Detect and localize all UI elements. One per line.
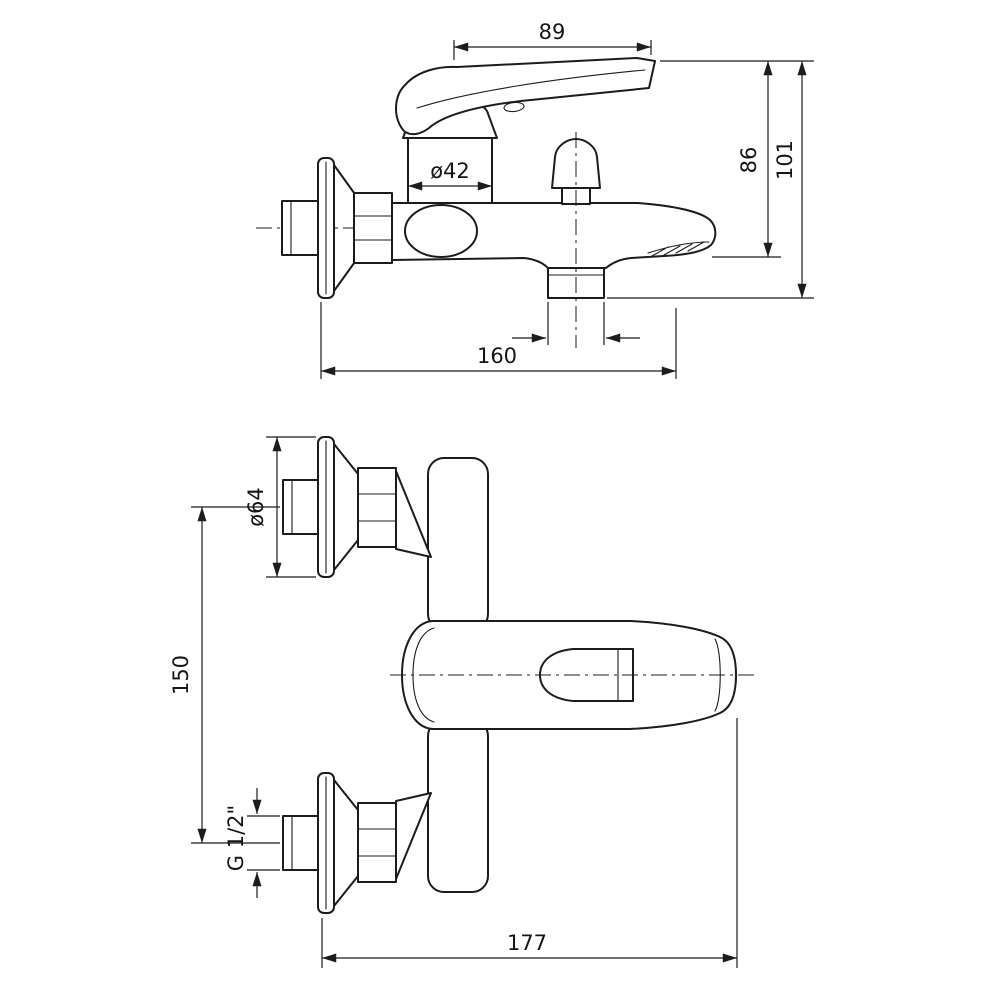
- upper-riser: [427, 457, 489, 631]
- dim-thread-extensions: [247, 815, 280, 871]
- hex-nut-facets: [353, 215, 393, 241]
- dim-86-label: 86: [737, 147, 761, 174]
- bottom-escutcheon-cone: [333, 779, 359, 907]
- top-hex-nut-facets: [357, 493, 397, 522]
- lower-riser: [427, 719, 489, 893]
- dim-160-extensions: [320, 302, 677, 379]
- bottom-hex-nut-facets: [357, 828, 397, 857]
- mixer-body: [407, 137, 493, 204]
- top-hex-nut: [357, 467, 397, 548]
- faucet-body-tube: [391, 202, 717, 269]
- dim-thread-label: G 1/2": [224, 805, 248, 871]
- escutcheon-cone: [333, 164, 358, 292]
- body-oval-detail: [404, 204, 478, 258]
- dim-160-label: 160: [477, 344, 517, 368]
- dim-150-label: 150: [169, 655, 193, 695]
- handle-edge-line: [416, 69, 646, 109]
- top-cone-connector: [395, 470, 432, 558]
- top-nipple: [282, 479, 321, 535]
- bottom-nipple: [282, 815, 321, 871]
- dim-89-label: 89: [539, 20, 566, 44]
- aerator-dim-extensions: [547, 302, 605, 345]
- dim-177-label: 177: [507, 931, 547, 955]
- top-escutcheon-cone: [333, 443, 359, 571]
- dim-150-extensions: [191, 506, 280, 844]
- bottom-cone-connector: [395, 792, 432, 880]
- hex-nut: [353, 192, 393, 264]
- side-view: 89 86 101 ø42 160: [256, 20, 814, 379]
- handle-detail-oval: [503, 101, 525, 113]
- lever-handle: [395, 57, 656, 136]
- dim-101-label: 101: [773, 140, 797, 180]
- spout-outlet-hatch: [647, 241, 710, 257]
- dim-86-101-extensions: [607, 60, 814, 299]
- bottom-hex-nut: [357, 802, 397, 883]
- front-view: ø64 150 G 1/2" 177: [169, 436, 756, 968]
- dim-42-label: ø42: [430, 159, 470, 183]
- wall-nipple: [281, 200, 319, 256]
